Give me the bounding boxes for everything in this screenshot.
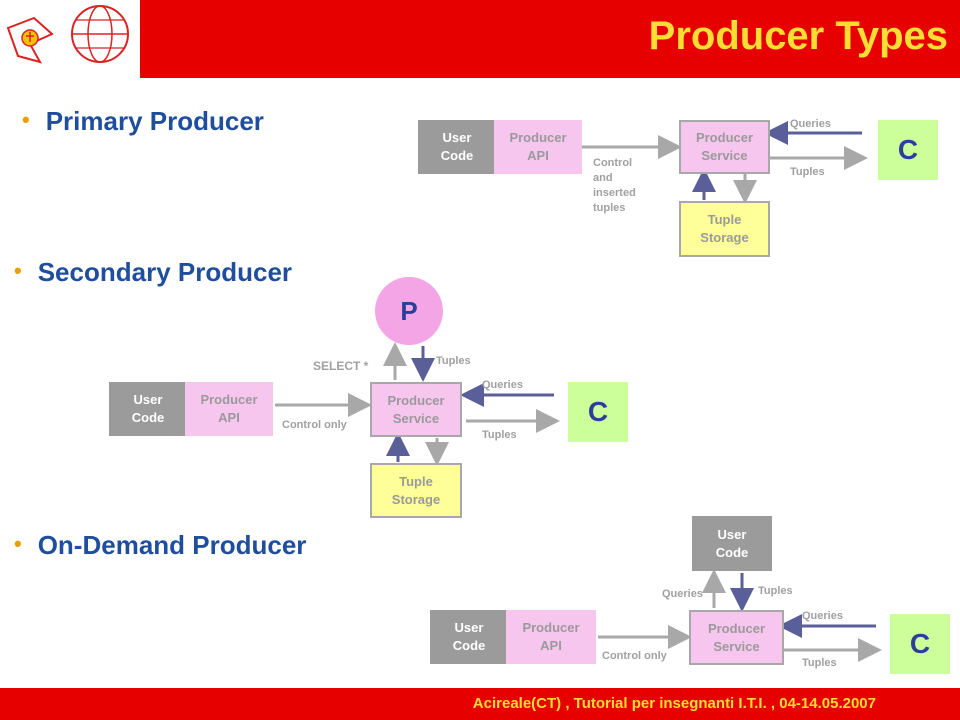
ondemand-user-code-box: User Code <box>430 610 508 664</box>
primary-consumer-box: C <box>878 120 938 180</box>
ondemand-consumer-box: C <box>890 614 950 674</box>
secondary-consumer-box: C <box>568 382 628 442</box>
ondemand-queries-up-label: Queries <box>662 588 703 600</box>
bullet-ondemand-producer: • On-Demand Producer <box>14 530 306 561</box>
secondary-control-label: Control only <box>282 419 347 431</box>
secondary-producer-api-box: Producer API <box>185 382 273 436</box>
ondemand-queries-label: Queries <box>802 610 843 622</box>
primary-tuple-storage-box: Tuple Storage <box>679 201 770 257</box>
trinacria-logo-icon <box>6 5 129 64</box>
ondemand-producer-service-box: Producer Service <box>689 610 784 665</box>
footer-text: Acireale(CT) , Tutorial per insegnanti I… <box>472 695 876 712</box>
ondemand-top-user-code-box: User Code <box>692 516 772 571</box>
primary-user-code-box: User Code <box>418 120 496 174</box>
secondary-user-code-box: User Code <box>109 382 187 436</box>
logo <box>0 0 140 78</box>
secondary-tuples-label: Tuples <box>482 429 517 441</box>
primary-producer-api-box: Producer API <box>494 120 582 174</box>
ondemand-control-label: Control only <box>602 650 667 662</box>
bullet-dot-icon: • <box>14 258 22 283</box>
bullet-label: Secondary Producer <box>37 257 293 287</box>
secondary-select-label: SELECT * <box>313 359 369 373</box>
bullet-dot-icon: • <box>14 531 22 556</box>
bullet-label: On-Demand Producer <box>37 530 307 560</box>
bullet-label: Primary Producer <box>45 106 264 136</box>
primary-queries-label: Queries <box>790 118 831 130</box>
ondemand-producer-api-box: Producer API <box>506 610 596 664</box>
primary-tuples-label: Tuples <box>790 166 825 178</box>
bullet-primary-producer: • Primary Producer <box>22 106 264 137</box>
primary-control-label: Control and inserted tuples <box>593 157 636 214</box>
bullet-dot-icon: • <box>22 107 30 132</box>
secondary-tuple-storage-box: Tuple Storage <box>370 463 462 518</box>
header-bar: Producer Types <box>140 0 960 78</box>
secondary-producer-service-box: Producer Service <box>370 382 462 437</box>
ondemand-tuples-up-label: Tuples <box>758 585 793 597</box>
primary-producer-service-box: Producer Service <box>679 120 770 174</box>
ondemand-tuples-label: Tuples <box>802 657 837 669</box>
secondary-producer-circle: P <box>375 277 443 345</box>
secondary-queries-label: Queries <box>482 379 523 391</box>
bullet-secondary-producer: • Secondary Producer <box>14 257 292 288</box>
footer-bar: Acireale(CT) , Tutorial per insegnanti I… <box>0 688 960 720</box>
slide-title: Producer Types <box>648 14 948 58</box>
secondary-tuples-up-label: Tuples <box>436 355 471 367</box>
